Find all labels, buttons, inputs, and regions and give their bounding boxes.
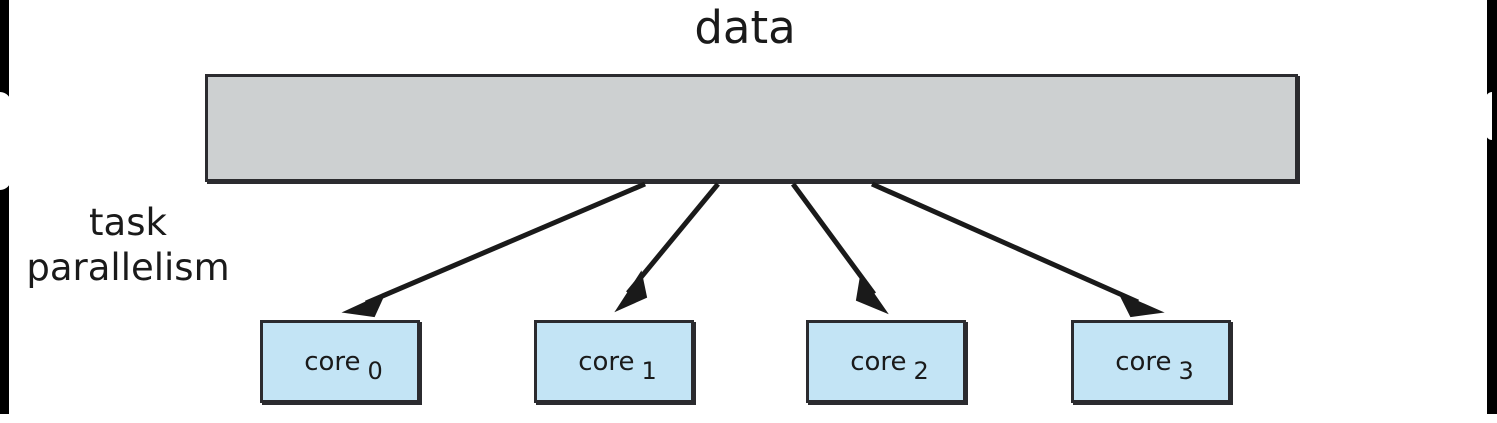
- task-parallelism-label-line2: parallelism: [26, 246, 230, 289]
- core-box-1-name: core: [578, 346, 635, 377]
- diagram-title: data: [694, 1, 796, 54]
- core-box-3-index: 3: [1178, 356, 1194, 385]
- core-box-0-name: core: [304, 346, 361, 377]
- core-box-2-index: 2: [913, 356, 929, 385]
- core-box-2-name: core: [850, 346, 907, 377]
- page-edge-right: [1487, 0, 1497, 423]
- data-bar: [205, 74, 1298, 182]
- arrow-to-core-0: [341, 181, 646, 318]
- core-box-0-index: 0: [367, 356, 383, 385]
- arrow-to-core-3: [870, 181, 1165, 318]
- arrow-to-core-2: [790, 182, 889, 315]
- core-box-1-index: 1: [641, 356, 657, 385]
- task-parallelism-label-line1: task: [89, 201, 167, 244]
- page-edge-right-notch: [1486, 92, 1492, 140]
- core-box-3-name: core: [1115, 346, 1172, 377]
- page-edge-left-notch: [0, 92, 11, 190]
- arrow-to-core-1: [614, 182, 720, 313]
- page-edge-bottom: [0, 414, 1497, 423]
- page-edge-left: [0, 0, 9, 423]
- task-parallelism-label: task parallelism: [8, 200, 248, 290]
